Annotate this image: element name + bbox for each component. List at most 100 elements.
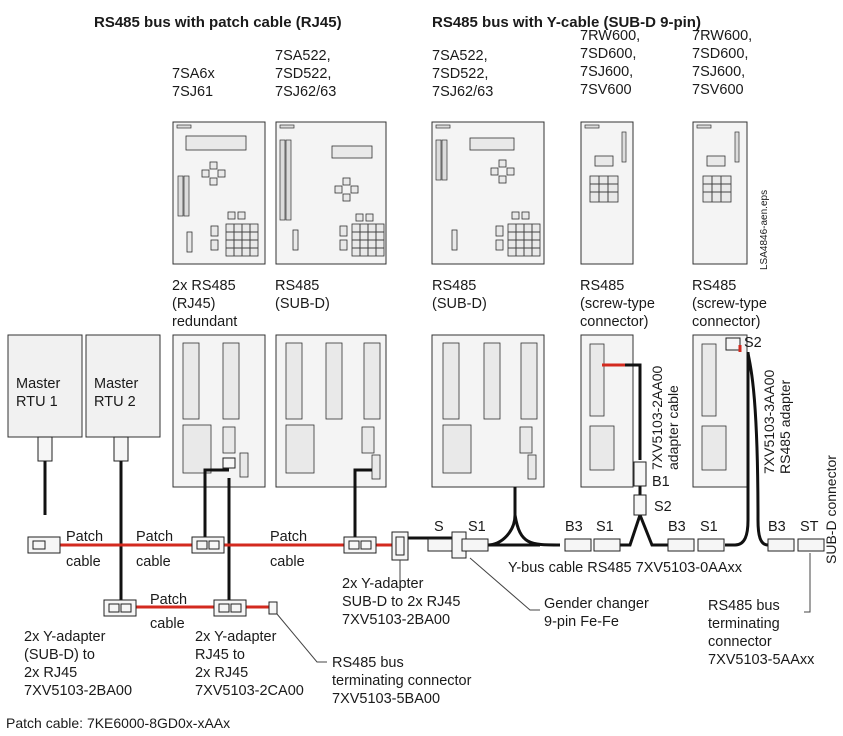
svg-text:terminating connector: terminating connector bbox=[332, 673, 472, 689]
svg-text:Patch: Patch bbox=[136, 529, 173, 545]
footer-patch-cable: Patch cable: 7KE6000-8GD0x-xAAx bbox=[6, 715, 230, 731]
svg-text:7SA6x: 7SA6x bbox=[172, 66, 215, 82]
device-front-1 bbox=[172, 121, 266, 265]
callout-term-right: RS485 bus terminating connector 7XV5103-… bbox=[708, 598, 815, 668]
connector-S2 bbox=[633, 494, 647, 516]
svg-text:7SJ62/63: 7SJ62/63 bbox=[432, 84, 493, 100]
interface-label-2: RS485 (SUB-D) bbox=[275, 278, 330, 312]
svg-text:Patch: Patch bbox=[66, 529, 103, 545]
svg-text:cable: cable bbox=[150, 616, 185, 632]
svg-text:RS485: RS485 bbox=[580, 278, 624, 294]
svg-text:SUB-D to 2x RJ45: SUB-D to 2x RJ45 bbox=[342, 594, 460, 610]
eps-label: LSA4846-aen.eps bbox=[759, 190, 770, 270]
gender-changer bbox=[451, 531, 489, 559]
svg-text:Gender changer: Gender changer bbox=[544, 596, 649, 612]
label-S1-1: S1 bbox=[596, 519, 614, 535]
svg-text:(screw-type: (screw-type bbox=[580, 296, 655, 312]
svg-text:2x RJ45: 2x RJ45 bbox=[24, 665, 77, 681]
wire-ybus-3 bbox=[620, 510, 668, 547]
wire-dev1-a bbox=[203, 468, 229, 545]
svg-text:7SA522,: 7SA522, bbox=[432, 48, 488, 64]
bus-connector-S bbox=[427, 538, 455, 552]
callout-gender-changer: Gender changer 9-pin Fe-Fe bbox=[544, 596, 649, 630]
svg-text:7XV5103-2CA00: 7XV5103-2CA00 bbox=[195, 683, 304, 699]
leader-term-mid bbox=[276, 613, 327, 663]
svg-text:cable: cable bbox=[136, 554, 171, 570]
callout-y-adapter-left: 2x Y-adapter (SUB-D) to 2x RJ45 7XV5103-… bbox=[24, 629, 132, 699]
svg-text:2x RS485: 2x RS485 bbox=[172, 278, 236, 294]
wire-dev2 bbox=[353, 468, 372, 545]
device-front-4 bbox=[580, 121, 634, 265]
svg-text:RS485 bus: RS485 bus bbox=[332, 655, 404, 671]
device-rear-1 bbox=[172, 334, 266, 488]
svg-text:(SUB-D) to: (SUB-D) to bbox=[24, 647, 95, 663]
device-front-2 bbox=[275, 121, 387, 265]
svg-text:Master: Master bbox=[94, 376, 138, 392]
label-B3-2: B3 bbox=[668, 519, 686, 535]
callout-y-adapter-mid: 2x Y-adapter RJ45 to 2x RJ45 7XV5103-2CA… bbox=[195, 629, 304, 699]
svg-text:RTU 2: RTU 2 bbox=[94, 394, 136, 410]
device-label-5: 7RW600, 7SD600, 7SJ600, 7SV600 bbox=[692, 28, 752, 98]
svg-text:(screw-type: (screw-type bbox=[692, 296, 767, 312]
svg-text:7SD522,: 7SD522, bbox=[275, 66, 331, 82]
svg-text:7SD600,: 7SD600, bbox=[580, 46, 636, 62]
device-rear-4 bbox=[580, 334, 634, 488]
adapter-cable-label: 7XV5103-2AA00 adapter cable bbox=[649, 365, 681, 470]
connector-S1-1 bbox=[593, 538, 621, 552]
interface-label-3: RS485 (SUB-D) bbox=[432, 278, 487, 312]
label-B1: B1 bbox=[652, 474, 670, 490]
svg-text:connector: connector bbox=[708, 634, 772, 650]
label-B3-3: B3 bbox=[768, 519, 786, 535]
interface-label-5: RS485 (screw-type connector) bbox=[692, 278, 767, 330]
patch-label-3: Patch cable bbox=[270, 529, 307, 570]
leader-term-right bbox=[804, 553, 811, 613]
rj45-adapter-bottom-1 bbox=[103, 599, 137, 617]
svg-text:2x Y-adapter: 2x Y-adapter bbox=[195, 629, 277, 645]
master-rtu-2: Master RTU 2 bbox=[85, 334, 161, 462]
patch-label-2: Patch cable bbox=[136, 529, 173, 570]
svg-text:(SUB-D): (SUB-D) bbox=[432, 296, 487, 312]
connector-ST bbox=[797, 538, 825, 552]
rj45-terminator bbox=[268, 601, 278, 615]
label-S: S bbox=[434, 519, 444, 535]
device-rear-2 bbox=[275, 334, 387, 488]
connector-B3-2 bbox=[667, 538, 695, 552]
device-label-2: 7SA522, 7SD522, 7SJ62/63 bbox=[275, 48, 336, 100]
y-adapter-subd bbox=[391, 531, 409, 561]
svg-text:7SD600,: 7SD600, bbox=[692, 46, 748, 62]
master-rtu-1: Master RTU 1 bbox=[7, 334, 83, 462]
svg-text:Patch: Patch bbox=[270, 529, 307, 545]
rj45-adapter-3 bbox=[343, 536, 377, 554]
header-rj45: RS485 bus with patch cable (RJ45) bbox=[94, 14, 342, 31]
subd-connector-label: SUB-D connector bbox=[823, 455, 839, 564]
svg-text:7SJ61: 7SJ61 bbox=[172, 84, 213, 100]
svg-text:7SD522,: 7SD522, bbox=[432, 66, 488, 82]
svg-text:Patch: Patch bbox=[150, 592, 187, 608]
rj45-adapter-2 bbox=[191, 536, 225, 554]
svg-text:terminating: terminating bbox=[708, 616, 780, 632]
device-label-1: 7SA6x 7SJ61 bbox=[172, 66, 215, 100]
label-S1: S1 bbox=[468, 519, 486, 535]
connector-B3-3 bbox=[767, 538, 795, 552]
patch-label-1: Patch cable bbox=[66, 529, 103, 570]
svg-text:7RW600,: 7RW600, bbox=[692, 28, 752, 44]
rs485-adapter-label: 7XV5103-3AA00 RS485 adapter bbox=[761, 369, 793, 474]
svg-text:(RJ45): (RJ45) bbox=[172, 296, 216, 312]
svg-text:RS485: RS485 bbox=[432, 278, 476, 294]
svg-text:cable: cable bbox=[270, 554, 305, 570]
label-B3-1: B3 bbox=[565, 519, 583, 535]
svg-text:connector): connector) bbox=[692, 314, 761, 330]
label-ST: ST bbox=[800, 519, 819, 535]
patch-label-4: Patch cable bbox=[150, 592, 187, 632]
svg-text:connector): connector) bbox=[580, 314, 649, 330]
wire-dev5-a bbox=[725, 352, 750, 547]
svg-text:RJ45 to: RJ45 to bbox=[195, 647, 245, 663]
ybus-cable-label: Y-bus cable RS485 7XV5103-0AAxx bbox=[508, 560, 743, 576]
label-S1-2: S1 bbox=[700, 519, 718, 535]
svg-text:RS485 bus: RS485 bus bbox=[708, 598, 780, 614]
connector-B1 bbox=[633, 461, 647, 487]
svg-text:adapter cable: adapter cable bbox=[665, 385, 681, 470]
wire-dev5-b bbox=[746, 351, 769, 547]
svg-text:7SV600: 7SV600 bbox=[580, 82, 632, 98]
device-front-5 bbox=[692, 121, 748, 265]
